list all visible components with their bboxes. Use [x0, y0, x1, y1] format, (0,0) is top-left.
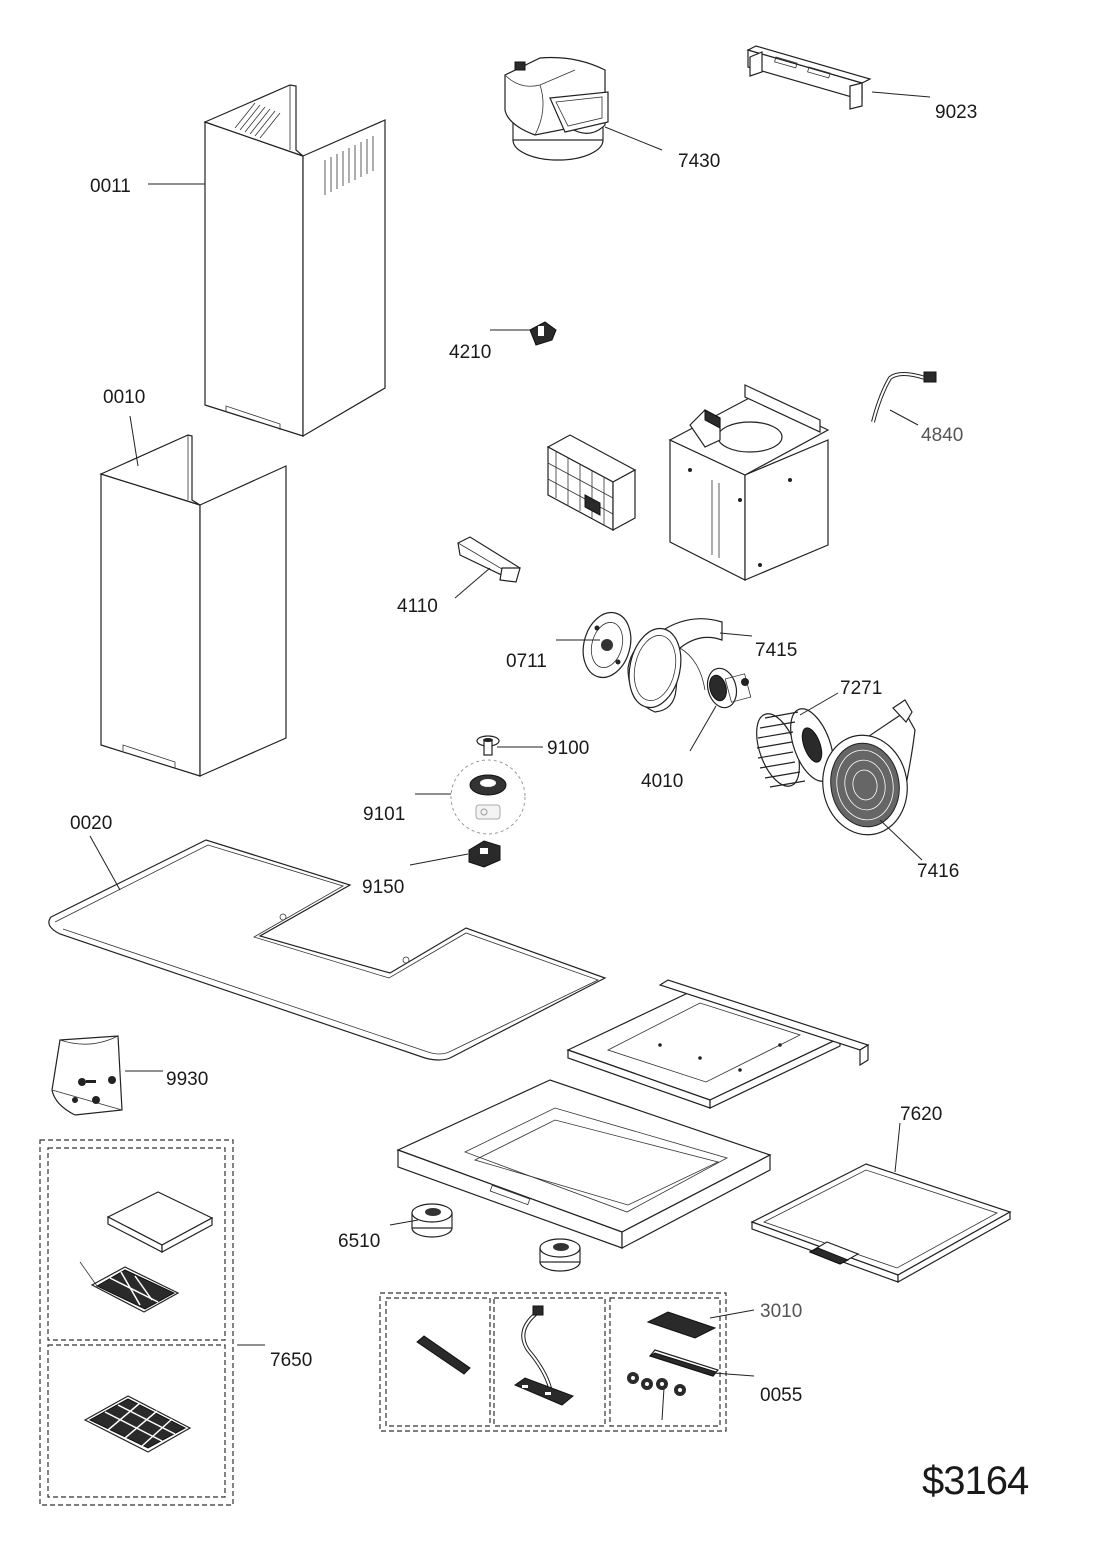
part-9023-bracket — [746, 45, 872, 110]
part-7620-grease-filter — [750, 1163, 1012, 1284]
label-4010: 4010 — [641, 771, 683, 792]
part-4010-motor — [706, 667, 752, 709]
part-control-kit — [379, 1292, 727, 1432]
part-bottom-frame — [396, 1079, 772, 1249]
part-6510-knob-2 — [539, 1238, 581, 1272]
label-0020: 0020 — [70, 813, 112, 834]
part-9930-hardware-bag — [51, 1035, 123, 1116]
part-9101-mounting-kit — [450, 759, 526, 835]
label-0010: 0010 — [103, 387, 145, 408]
part-9100-screw — [476, 735, 500, 756]
part-7416-intake-housing — [822, 699, 916, 836]
label-9101: 9101 — [363, 804, 405, 825]
label-7430: 7430 — [678, 151, 720, 172]
label-7271: 7271 — [840, 678, 882, 699]
label-3010: 3010 — [760, 1301, 802, 1322]
label-7620: 7620 — [900, 1104, 942, 1125]
part-0011-upper-chimney — [203, 84, 386, 438]
label-4110: 4110 — [397, 596, 438, 617]
part-0010-lower-chimney — [99, 434, 287, 777]
part-6510-knob — [411, 1203, 453, 1238]
label-9930: 9930 — [166, 1069, 208, 1090]
part-4210-connector — [529, 321, 557, 346]
label-7650: 7650 — [270, 1350, 312, 1371]
label-7415: 7415 — [755, 640, 797, 661]
label-9100: 9100 — [547, 738, 589, 759]
label-7416: 7416 — [917, 861, 959, 882]
part-4840-cable — [871, 371, 937, 423]
part-motor-housing-box — [668, 384, 830, 581]
label-0011: 0011 — [90, 176, 131, 197]
label-6510: 6510 — [338, 1231, 380, 1252]
part-7271-impeller — [756, 708, 834, 788]
part-4110-bracket — [457, 536, 521, 583]
part-support-frame — [566, 979, 870, 1109]
label-9023: 9023 — [935, 102, 977, 123]
part-0020-cover-panel — [48, 839, 607, 1061]
part-9150-clip — [468, 840, 501, 868]
label-0055: 0055 — [760, 1385, 802, 1406]
part-0711-motor-plate — [582, 611, 632, 679]
label-4840: 4840 — [921, 425, 963, 446]
part-7430-duct-adapter — [504, 56, 609, 161]
part-grease-filter-frame — [546, 434, 637, 532]
label-9150: 9150 — [362, 877, 404, 898]
label-0711: 0711 — [506, 651, 547, 672]
drawing-code: $3164 — [922, 1459, 1029, 1503]
label-4210: 4210 — [449, 342, 491, 363]
part-7650-charcoal-filter-kit — [39, 1139, 234, 1506]
part-7415-scroll-housing — [627, 618, 723, 713]
